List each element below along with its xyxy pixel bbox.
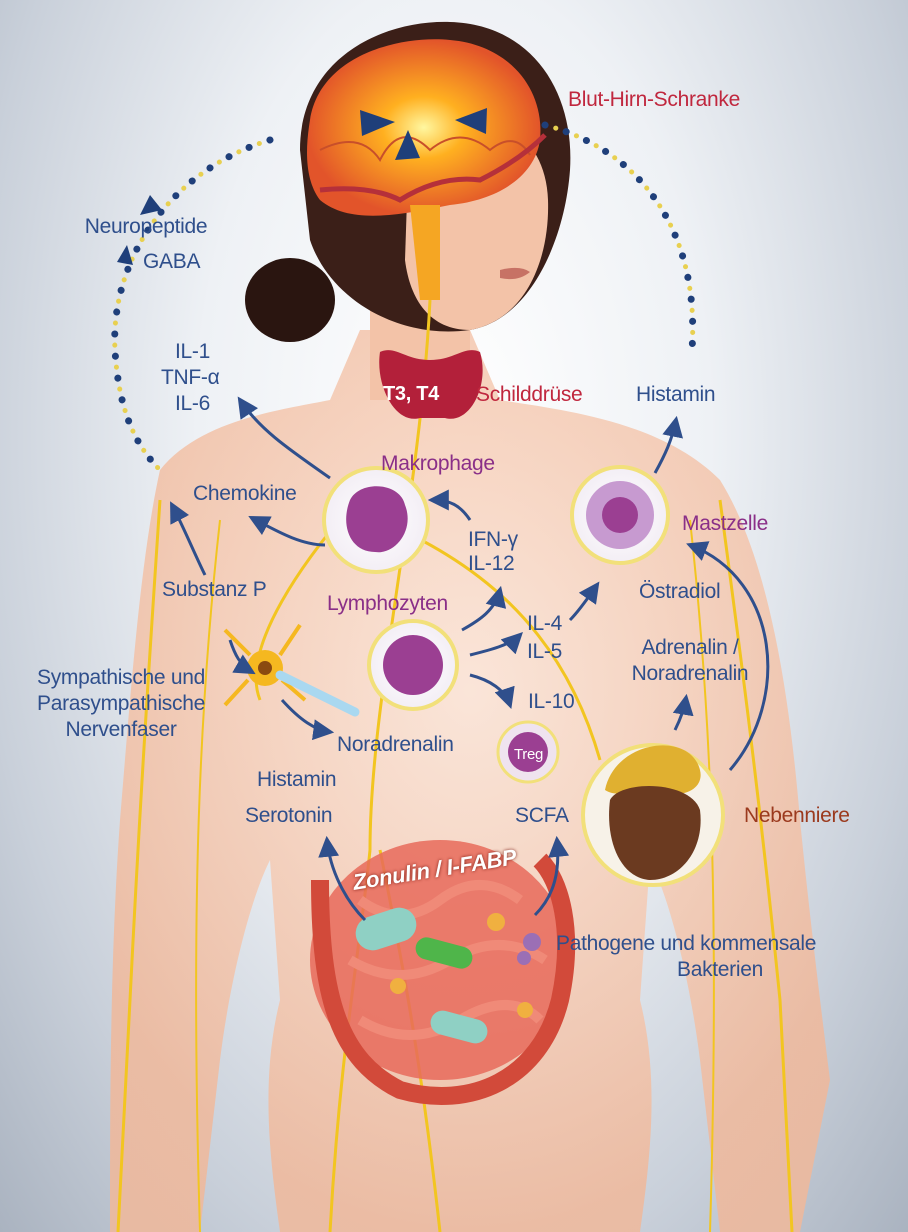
label-t3-t4: T3, T4 [383, 383, 439, 406]
label-blood-brain-barrier: Blut-Hirn-Schranke [568, 88, 740, 111]
label-nerve-line3: Nervenfaser [8, 718, 234, 741]
label-thyroid: Schilddrüse [476, 383, 582, 406]
label-substance-p: Substanz P [162, 578, 266, 601]
label-nerve-line1: Sympathische und [8, 666, 234, 689]
label-serotonin: Serotonin [245, 804, 332, 827]
label-bacteria-line2: Bakterien [556, 958, 884, 981]
label-nerve-line2: Parasympathische [8, 692, 234, 715]
mast-cell [572, 467, 668, 563]
label-il10: IL-10 [528, 690, 574, 713]
adrenal-gland-circle [583, 745, 723, 885]
label-il5: IL-5 [527, 640, 562, 663]
label-neuropeptide: Neuropeptide [66, 215, 226, 238]
label-il6: IL-6 [175, 392, 210, 415]
label-estradiol: Östradiol [639, 580, 720, 603]
label-lymphocytes: Lymphozyten [327, 592, 448, 615]
label-histamin-mast: Histamin [636, 383, 715, 406]
lymphocyte-cell [369, 621, 457, 709]
label-mast-cell: Mastzelle [682, 512, 768, 535]
label-scfa: SCFA [515, 804, 569, 827]
label-adrenal-gland: Nebenniere [744, 804, 850, 827]
label-noradrenalin: Noradrenalin [337, 733, 454, 756]
label-adrenaline: Adrenalin / [615, 636, 765, 659]
label-il4: IL-4 [527, 612, 562, 635]
macrophage-cell [324, 468, 428, 572]
label-il1: IL-1 [175, 340, 210, 363]
label-treg: Treg [514, 743, 543, 766]
label-histamin-gut: Histamin [257, 768, 336, 791]
label-chemokine: Chemokine [193, 482, 297, 505]
label-il12: IL-12 [468, 552, 514, 575]
label-noradrenaline-adrenal: Noradrenalin [615, 662, 765, 685]
label-macrophage: Makrophage [381, 452, 495, 475]
label-bacteria-line1: Pathogene und kommensale [556, 932, 816, 955]
label-ifn-gamma: IFN-γ [468, 528, 518, 551]
label-tnf-alpha: TNF-α [161, 366, 219, 389]
label-gaba: GABA [143, 250, 200, 273]
